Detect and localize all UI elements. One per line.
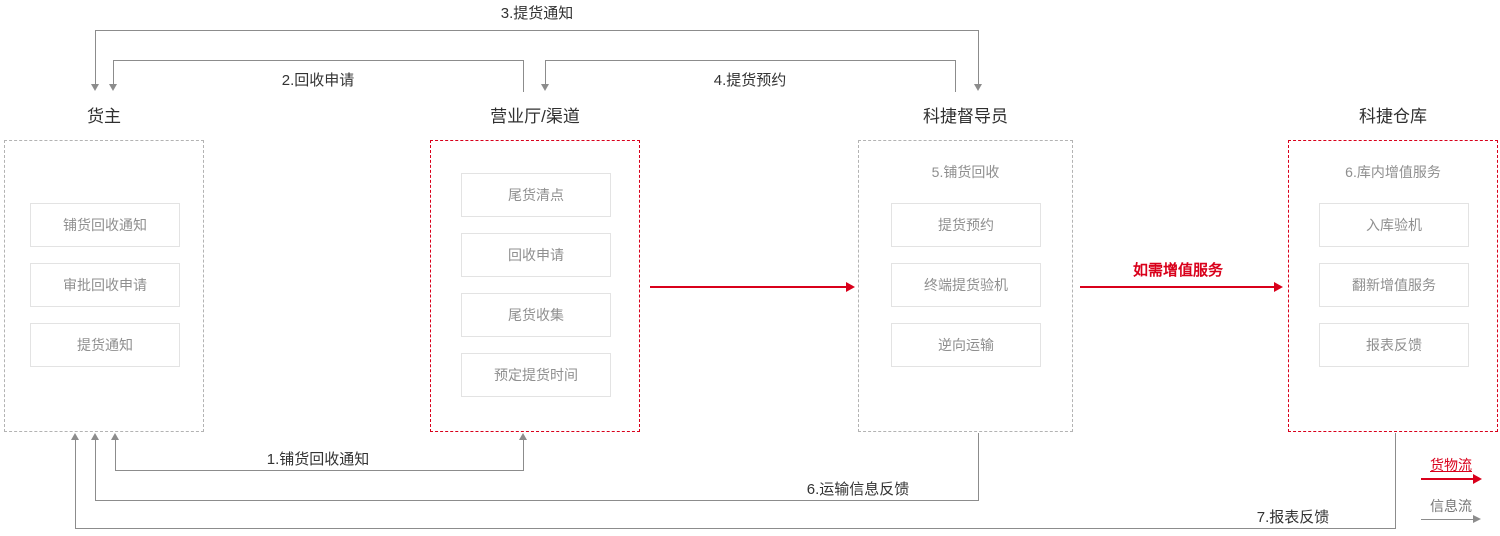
warehouse-item-2: 翻新增值服务 xyxy=(1319,263,1469,307)
warehouse-item-1: 入库验机 xyxy=(1319,203,1469,247)
flow1-line-right xyxy=(523,440,524,470)
flow3-line xyxy=(95,30,979,31)
supervisor-item-3: 逆向运输 xyxy=(891,323,1041,367)
flow4-line-left xyxy=(545,60,546,84)
legend-goods-flow-arrow xyxy=(1421,478,1473,480)
owner-item-3: 提货通知 xyxy=(30,323,180,367)
flow7-arrow-up-owner-icon xyxy=(71,433,79,440)
channel-panel: 尾货清点 回收申请 尾货收集 预定提货时间 xyxy=(430,140,640,432)
goods-arrowhead-supervisor-icon xyxy=(846,282,855,292)
flow3-arrow-down-supervisor-icon xyxy=(974,84,982,91)
flow3-arrow-down-owner-icon xyxy=(91,84,99,91)
goods-arrowhead-warehouse-icon xyxy=(1274,282,1283,292)
flow6-line-right xyxy=(978,433,979,500)
supervisor-item-2: 终端提货验机 xyxy=(891,263,1041,307)
flow4-label: 4.提货预约 xyxy=(713,72,787,89)
flow7-label: 7.报表反馈 xyxy=(1256,509,1330,526)
legend-goods-flow-arrowhead-icon xyxy=(1473,474,1482,484)
flow4-line xyxy=(545,60,956,61)
owner-item-1: 铺货回收通知 xyxy=(30,203,180,247)
flow4-line-right xyxy=(955,60,956,92)
flow2-arrow-down-owner-icon xyxy=(109,84,117,91)
channel-item-2: 回收申请 xyxy=(461,233,611,277)
flow1-line-left xyxy=(115,440,116,470)
supervisor-item-1: 提货预约 xyxy=(891,203,1041,247)
flow3-label: 3.提货通知 xyxy=(500,5,574,22)
legend-goods-flow-label: 货物流 xyxy=(1430,457,1472,473)
goods-arrow-supervisor-to-warehouse xyxy=(1080,286,1274,288)
flow7-line-left xyxy=(75,440,76,528)
warehouse-panel-subtitle: 6.库内增值服务 xyxy=(1345,164,1441,180)
column-title-channel: 营业厅/渠道 xyxy=(490,107,580,126)
flow1-line xyxy=(115,470,524,471)
warehouse-panel: 6.库内增值服务 入库验机 翻新增值服务 报表反馈 xyxy=(1288,140,1498,432)
column-title-owner: 货主 xyxy=(87,107,121,126)
warehouse-item-3: 报表反馈 xyxy=(1319,323,1469,367)
value-added-note: 如需增值服务 xyxy=(1132,262,1223,279)
legend-info-flow-arrow xyxy=(1421,519,1473,520)
flow6-line xyxy=(95,500,979,501)
legend-info-flow-arrowhead-icon xyxy=(1473,515,1481,523)
flow1-arrow-up-owner-icon xyxy=(111,433,119,440)
column-title-warehouse: 科捷仓库 xyxy=(1359,107,1427,126)
goods-arrow-channel-to-supervisor xyxy=(650,286,846,288)
legend-info-flow-label: 信息流 xyxy=(1430,498,1472,514)
channel-item-4: 预定提货时间 xyxy=(461,353,611,397)
flow7-line xyxy=(75,528,1396,529)
flow2-line xyxy=(113,60,524,61)
column-title-supervisor: 科捷督导员 xyxy=(923,107,1008,126)
flow3-line-right xyxy=(978,30,979,84)
flow2-line-left xyxy=(113,60,114,84)
flow6-line-left xyxy=(95,440,96,500)
flow2-label: 2.回收申请 xyxy=(281,72,355,89)
flow4-arrow-down-channel-icon xyxy=(541,84,549,91)
flow1-label: 1.铺货回收通知 xyxy=(266,451,370,468)
flow1-arrow-up-channel-icon xyxy=(519,433,527,440)
supervisor-panel-subtitle: 5.铺货回收 xyxy=(931,164,1000,180)
channel-item-3: 尾货收集 xyxy=(461,293,611,337)
flow6-arrow-up-owner-icon xyxy=(91,433,99,440)
channel-item-1: 尾货清点 xyxy=(461,173,611,217)
flow3-line-left xyxy=(95,30,96,84)
supervisor-panel: 5.铺货回收 提货预约 终端提货验机 逆向运输 xyxy=(858,140,1073,432)
owner-panel: 铺货回收通知 审批回收申请 提货通知 xyxy=(4,140,204,432)
flow7-line-right xyxy=(1395,433,1396,528)
flow2-line-right xyxy=(523,60,524,92)
flow6-label: 6.运输信息反馈 xyxy=(806,481,910,498)
owner-item-2: 审批回收申请 xyxy=(30,263,180,307)
